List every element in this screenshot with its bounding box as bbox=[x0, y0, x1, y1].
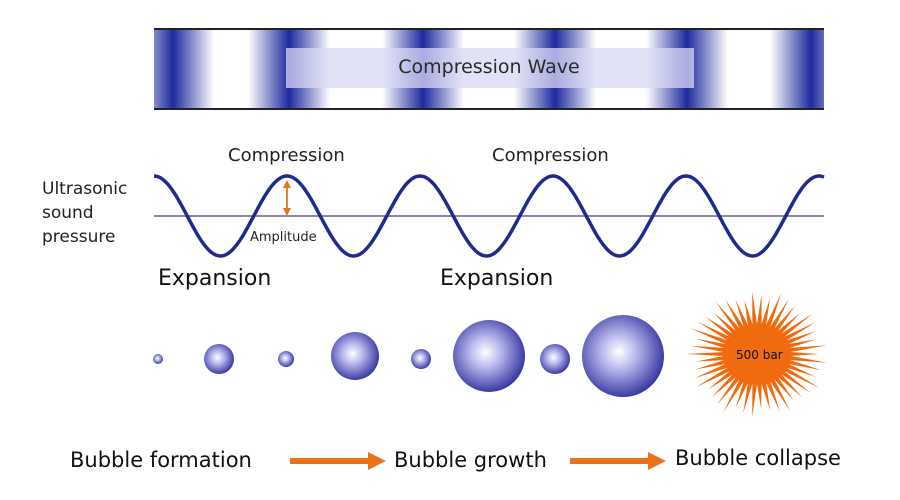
sine-wave-curve bbox=[153, 174, 825, 258]
axis-label-line-2: sound bbox=[42, 203, 94, 223]
bubble-5 bbox=[411, 349, 431, 369]
ultrasonic-pressure-axis-label: Ultrasonic sound pressure bbox=[42, 177, 162, 249]
compression-wave-gradient bbox=[154, 30, 824, 108]
bubble-4 bbox=[331, 332, 379, 380]
stage-bubble-formation: Bubble formation bbox=[70, 448, 252, 472]
arrow-right-icon bbox=[570, 452, 666, 470]
amplitude-label: Amplitude bbox=[250, 230, 317, 245]
compression-label-1: Compression bbox=[228, 145, 345, 166]
stage-bubble-growth: Bubble growth bbox=[394, 448, 547, 472]
expansion-label-1: Expansion bbox=[158, 266, 272, 291]
bubble-8 bbox=[582, 315, 664, 397]
bubble-7 bbox=[540, 344, 570, 374]
collapse-pressure-label: 500 bar bbox=[736, 348, 783, 362]
bubble-collapse-burst bbox=[686, 291, 827, 417]
stage-bubble-collapse: Bubble collapse bbox=[675, 446, 841, 470]
compression-wave-bar bbox=[154, 28, 824, 110]
bubble-6 bbox=[453, 320, 525, 392]
bubble-2 bbox=[204, 344, 234, 374]
arrow-right-icon bbox=[290, 452, 386, 470]
compression-wave-label: Compression Wave bbox=[398, 56, 580, 78]
axis-label-line-1: Ultrasonic bbox=[42, 179, 128, 199]
bubble-1 bbox=[153, 354, 163, 364]
axis-label-line-3: pressure bbox=[42, 227, 116, 247]
expansion-label-2: Expansion bbox=[440, 266, 554, 291]
amplitude-arrow bbox=[283, 180, 291, 216]
compression-label-2: Compression bbox=[492, 145, 609, 166]
bubble-3 bbox=[278, 351, 294, 367]
